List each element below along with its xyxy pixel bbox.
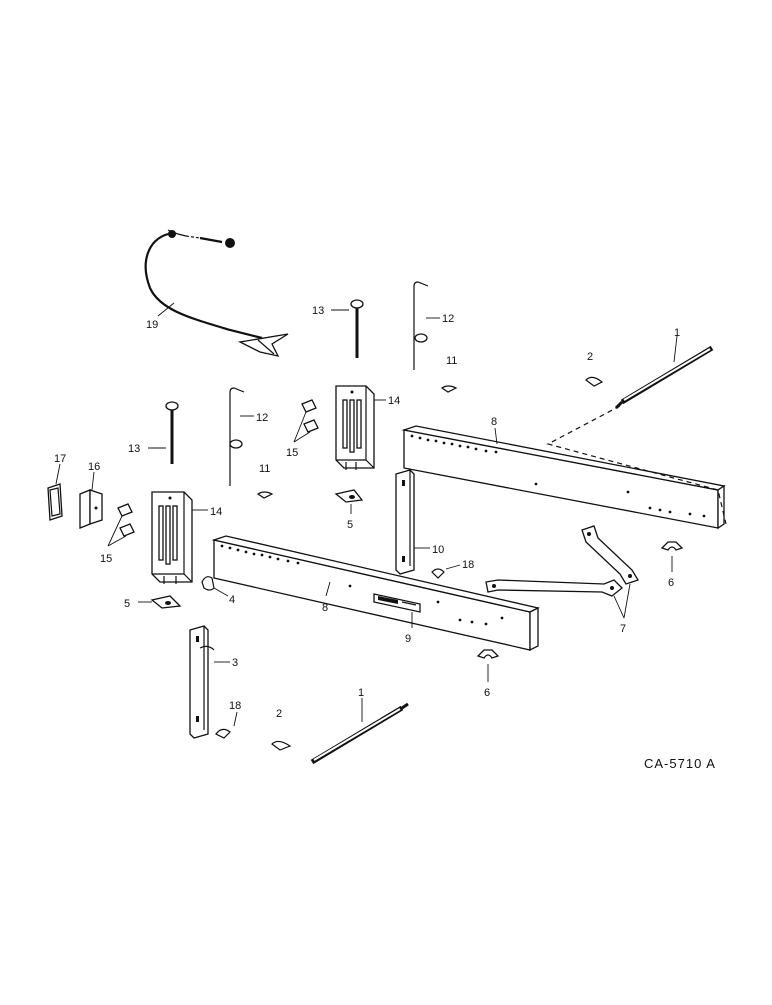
callout-5b: 5 (124, 598, 130, 610)
drawing-reference: CA-5710 A (644, 756, 716, 771)
part-15-shims-upper (301, 399, 319, 433)
callout-14a: 14 (388, 395, 400, 407)
leader-8a (494, 427, 498, 445)
part-1-rod-upper (614, 345, 714, 410)
part-2-clip-lower (271, 740, 292, 751)
part-10-channel-upper (395, 469, 415, 575)
part-19-cable (144, 229, 289, 357)
part-7-braces (485, 525, 639, 597)
part-13-bolt-upper (350, 299, 364, 358)
callout-15a: 15 (286, 447, 298, 459)
part-17-plate (47, 483, 63, 521)
leader-19 (157, 302, 175, 317)
callout-11a: 11 (446, 355, 457, 367)
callout-2a: 2 (587, 351, 593, 363)
callout-12b: 12 (256, 412, 268, 424)
part-3-channel (189, 625, 215, 739)
leader-8b (325, 581, 331, 597)
callout-1a: 1 (674, 327, 680, 339)
part-15-shims-lower (117, 503, 135, 537)
part-2-clip-upper (585, 376, 604, 387)
callout-6b: 6 (484, 687, 490, 699)
part-6-clamp-upper (660, 541, 684, 551)
part-8-bar-lower (211, 535, 540, 652)
leader-4 (213, 587, 229, 597)
callout-19: 19 (146, 319, 158, 331)
callout-6a: 6 (668, 577, 674, 589)
part-11-clip-lower (256, 491, 274, 499)
callout-11b: 11 (259, 463, 270, 475)
leader-17 (55, 463, 61, 485)
leader-16 (91, 471, 95, 491)
part-12-pin-lower (229, 387, 245, 486)
leader-18a (445, 564, 461, 570)
part-6-clamp-lower (476, 649, 500, 659)
callout-10: 10 (432, 544, 444, 556)
callout-1b: 1 (358, 687, 364, 699)
part-8-bar-upper (401, 425, 726, 530)
callout-13b: 13 (128, 443, 140, 455)
callout-8a: 8 (491, 416, 497, 428)
part-14-bracket-upper (335, 385, 375, 470)
part-18-clip-upper (431, 568, 445, 579)
callout-3: 3 (232, 657, 238, 669)
leader-18b (233, 711, 238, 727)
callout-7: 7 (620, 623, 626, 635)
callout-5a: 5 (347, 519, 353, 531)
part-1-rod-lower (310, 702, 409, 765)
callout-18b: 18 (229, 700, 241, 712)
callout-18a: 18 (462, 559, 474, 571)
part-5-wing-upper (334, 489, 364, 503)
callout-15b: 15 (100, 553, 112, 565)
part-18-clip-lower (215, 728, 231, 739)
callout-8b: 8 (322, 602, 328, 614)
leader-7 (613, 583, 631, 619)
callout-4: 4 (229, 594, 235, 606)
dashed-line-upper (546, 405, 727, 525)
part-11-clip-upper (440, 385, 458, 393)
callout-2b: 2 (276, 708, 282, 720)
part-14-bracket-lower (151, 491, 193, 584)
callout-17: 17 (54, 453, 66, 465)
part-9-decal (373, 593, 421, 613)
leader-15b (107, 515, 127, 547)
callout-16: 16 (88, 461, 100, 473)
part-5-wing-lower (150, 595, 182, 609)
leader-1a (673, 335, 678, 363)
part-16-angle (79, 489, 103, 529)
callout-9: 9 (405, 633, 411, 645)
part-4-clip (201, 576, 215, 591)
part-12-pin-upper (413, 281, 429, 370)
part-13-bolt-lower (165, 401, 179, 464)
callout-12a: 12 (442, 313, 454, 325)
callout-14b: 14 (210, 506, 222, 518)
callout-13a: 13 (312, 305, 324, 317)
leader-15a (293, 411, 311, 443)
